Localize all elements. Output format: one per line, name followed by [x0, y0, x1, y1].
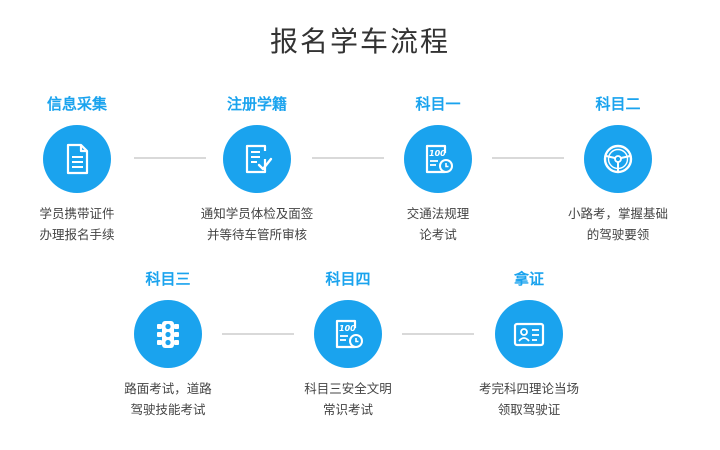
connector-line	[312, 157, 384, 159]
svg-text:100: 100	[429, 149, 446, 158]
step-circle	[43, 125, 111, 193]
step-description: 小路考，掌握基础 的驾驶要领	[567, 206, 668, 242]
connector-line	[402, 333, 474, 335]
step-description: 交通法规理 论考试	[406, 206, 470, 242]
page-title: 报名学车流程	[269, 25, 450, 58]
step-label: 科目四	[325, 270, 371, 288]
step-label: 科目一	[415, 95, 461, 113]
step-subject-one: 科目一 100 交通法规理 论考试	[348, 93, 528, 245]
step-circle	[223, 125, 291, 193]
license-card-icon	[513, 322, 545, 347]
step-subject-three: 科目三 路面考试，道路 驾驶技能考试	[78, 268, 258, 420]
step-info-collection: 信息采集 学员携带证件 办理报名手续	[0, 93, 167, 245]
step-subject-four: 科目四 100 科目三安全文明 常识考试	[258, 268, 438, 420]
steering-wheel-icon	[603, 144, 633, 174]
step-circle: 100	[404, 125, 472, 193]
svg-text:100: 100	[339, 324, 356, 333]
step-subject-two: 科目二 小路考，掌握基础 的驾驶要领	[528, 93, 708, 245]
document-icon	[66, 143, 89, 175]
step-description: 通知学员体检及面签 并等待车管所审核	[200, 206, 314, 242]
exam-100-clock-icon: 100	[335, 319, 363, 349]
step-label: 注册学籍	[226, 95, 287, 113]
step-description: 科目三安全文明 常识考试	[304, 381, 392, 417]
step-circle	[584, 125, 652, 193]
step-label: 科目三	[145, 270, 191, 288]
step-label: 科目二	[595, 95, 641, 113]
exam-100-clock-icon: 100	[425, 144, 453, 174]
connector-line	[222, 333, 294, 335]
step-label: 拿证	[513, 270, 544, 288]
step-description: 学员携带证件 办理报名手续	[39, 206, 115, 242]
step-get-license: 拿证 考完科四理论当场 领取驾驶证	[439, 268, 619, 420]
step-description: 路面考试，道路 驾驶技能考试	[124, 381, 212, 417]
step-label: 信息采集	[46, 95, 107, 113]
step-register: 注册学籍 通知学员体检及面签 并等待车管所审核	[167, 93, 347, 245]
step-description: 考完科四理论当场 领取驾驶证	[478, 381, 579, 417]
register-check-icon	[245, 144, 273, 174]
connector-line	[492, 157, 564, 159]
step-circle	[134, 300, 202, 368]
step-circle	[495, 300, 563, 368]
traffic-light-icon	[157, 321, 179, 348]
step-circle: 100	[314, 300, 382, 368]
connector-line	[134, 157, 206, 159]
